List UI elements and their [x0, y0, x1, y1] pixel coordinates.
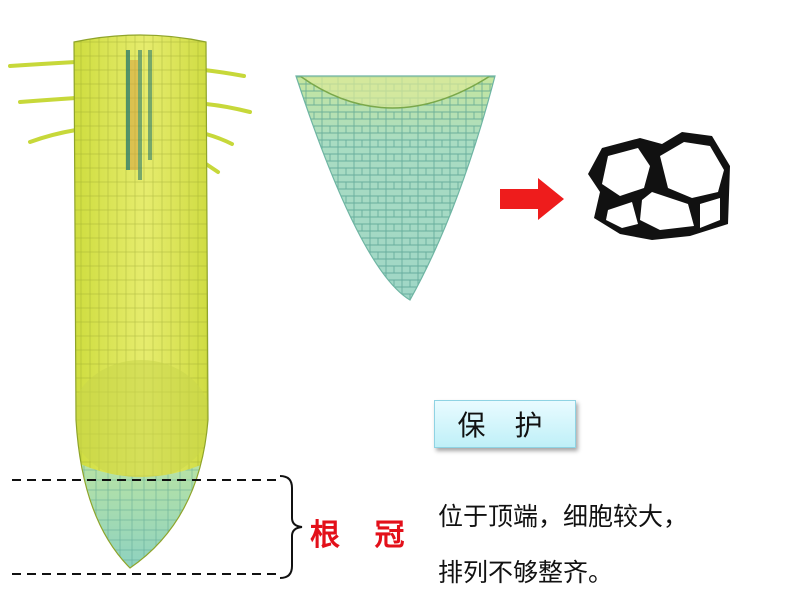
right-arrow-icon [500, 178, 564, 220]
root-cap-closeup [295, 75, 496, 301]
description-line-2: 排列不够整齐。 [438, 558, 614, 587]
cell-outline [588, 132, 730, 240]
description-line-1: 位于顶端，细胞较大， [438, 502, 689, 531]
function-box: 保 护 [434, 400, 576, 448]
function-label: 保 护 [457, 409, 553, 442]
root-cap-label: 根 冠 [310, 518, 417, 553]
root-cap-bracket [12, 475, 303, 579]
root-hairs [8, 60, 252, 174]
